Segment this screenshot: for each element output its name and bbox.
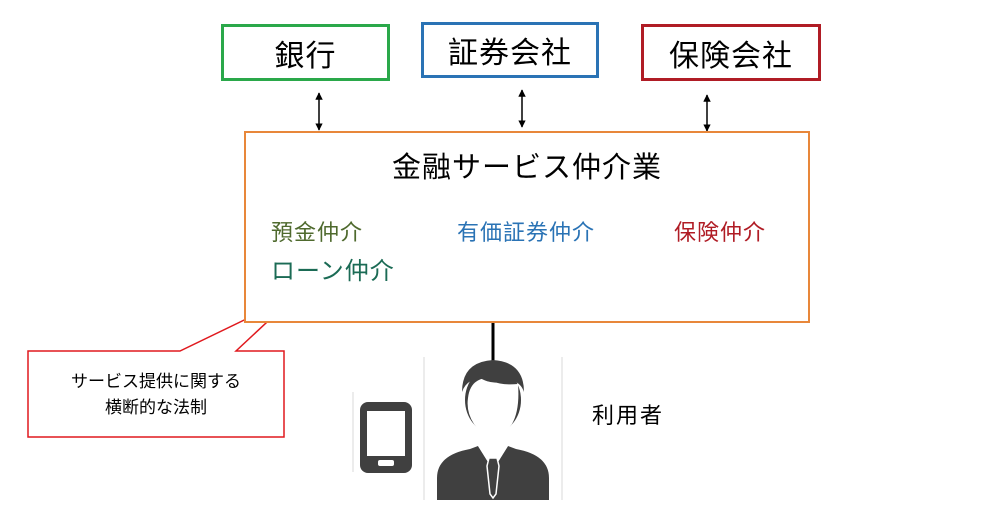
callout-shape [27, 294, 297, 438]
securities-company-label: 証券会社 [448, 36, 572, 71]
businessman-icon [437, 360, 549, 500]
bank-label: 銀行 [274, 38, 337, 74]
callout-line-2: 横断的な法制 [105, 398, 207, 418]
intermediary-title: 金融サービス仲介業 [391, 150, 662, 184]
securities-company-box: 証券会社 [421, 22, 599, 78]
bank-box: 銀行 [221, 24, 390, 81]
financial-intermediary-box: 金融サービス仲介業 預金仲介 ローン仲介 有価証券仲介 保険仲介 [244, 131, 810, 323]
loan-intermediation-label: ローン仲介 [271, 257, 395, 285]
insurance-company-box: 保険会社 [641, 24, 821, 81]
insurance-company-label: 保険会社 [669, 38, 793, 74]
deposit-intermediation-label: 預金仲介 [271, 221, 364, 246]
securities-intermediation-label: 有価証券仲介 [457, 221, 596, 246]
tablet-icon [360, 402, 412, 473]
user-label: 利用者 [592, 404, 665, 429]
insurance-intermediation-label: 保険仲介 [674, 221, 767, 246]
callout-text: サービス提供に関する 横断的な法制 [28, 356, 284, 434]
callout-line-1: サービス提供に関する [71, 372, 241, 392]
